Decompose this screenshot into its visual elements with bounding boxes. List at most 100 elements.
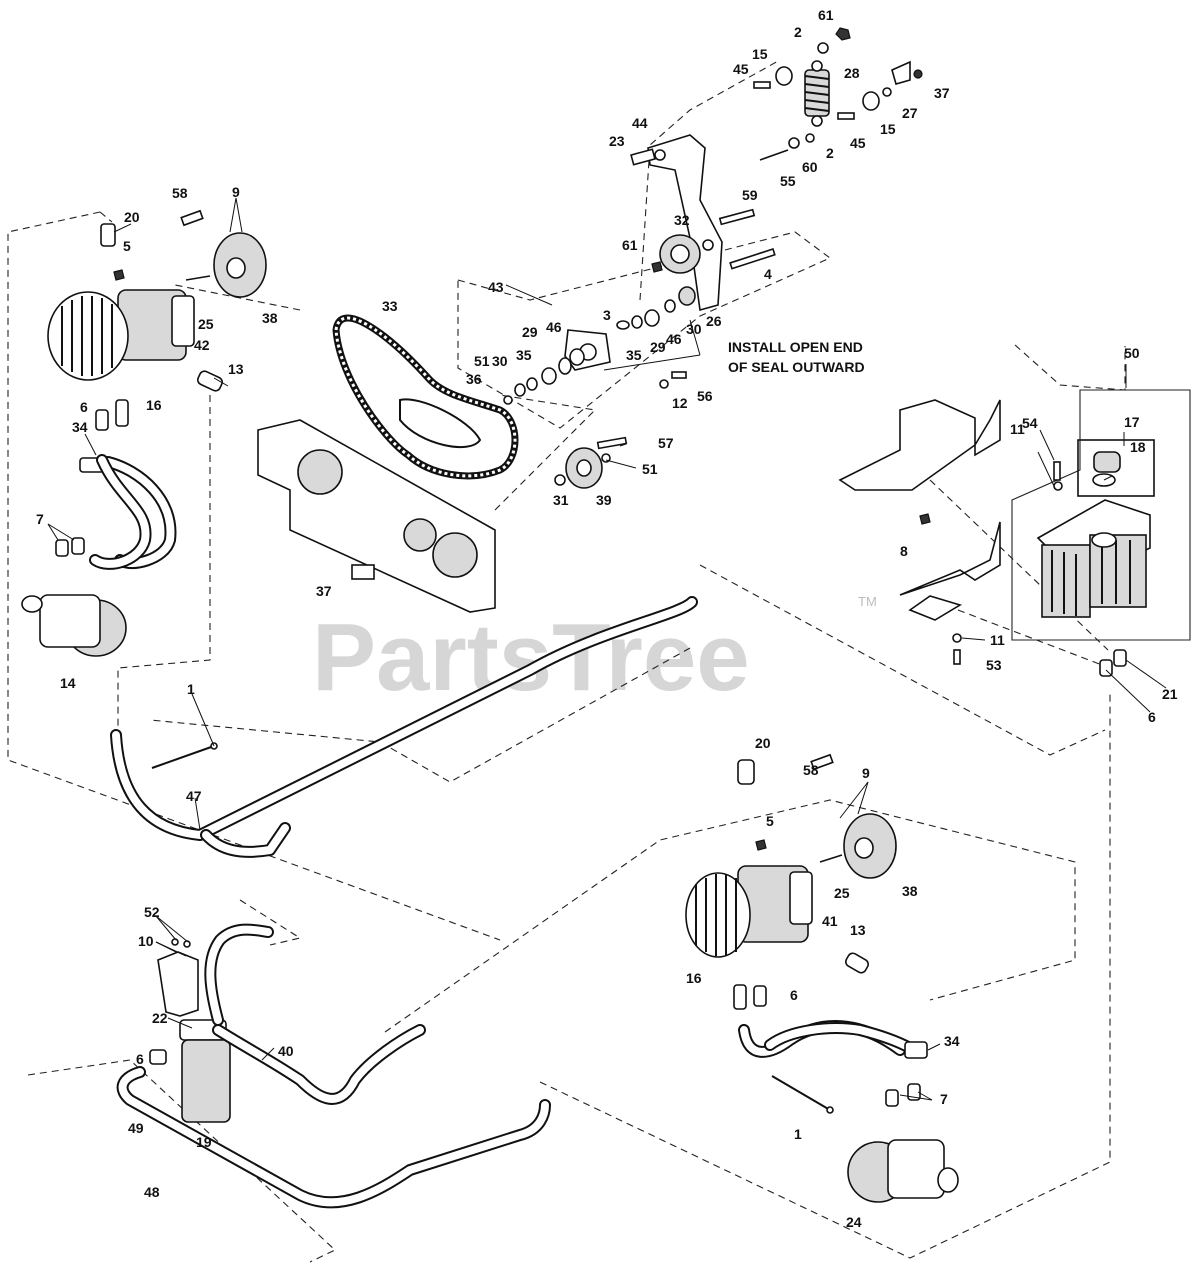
- callout: 28: [844, 65, 860, 81]
- callout: 22: [152, 1010, 168, 1026]
- callout: 14: [60, 675, 76, 691]
- right-pump-group: [685, 753, 959, 1203]
- callout: 20: [124, 209, 140, 225]
- left-pump-group: [21, 209, 267, 657]
- callout: 51: [642, 461, 658, 477]
- callout: 1: [794, 1126, 802, 1142]
- callout: 38: [902, 883, 918, 899]
- callout: 6: [1148, 709, 1156, 725]
- callout: 45: [733, 61, 749, 77]
- callout: 19: [196, 1134, 212, 1150]
- callout: 50: [1124, 345, 1140, 361]
- callout: 30: [686, 321, 702, 337]
- callout: 42: [194, 337, 210, 353]
- callout-labels: 61 2 15 45 28 37 27 15 45 2 60 55 44 23 …: [36, 7, 1178, 1230]
- callout: 27: [902, 105, 918, 121]
- callout: 6: [136, 1051, 144, 1067]
- callout: 5: [766, 813, 774, 829]
- callout: 35: [516, 347, 532, 363]
- callout: 33: [382, 298, 398, 314]
- callout: 13: [228, 361, 244, 377]
- callout: 29: [650, 339, 666, 355]
- callout: 25: [834, 885, 850, 901]
- callout: 21: [1162, 686, 1178, 702]
- callout: 60: [802, 159, 818, 175]
- reservoir-group: [838, 399, 1155, 677]
- callout: 54: [1022, 415, 1038, 431]
- callout: 47: [186, 788, 202, 804]
- callout: 24: [846, 1214, 862, 1230]
- callout: 26: [706, 313, 722, 329]
- callout: 7: [940, 1091, 948, 1107]
- belt: [332, 314, 519, 480]
- callout: 41: [822, 913, 838, 929]
- callout: 49: [128, 1120, 144, 1136]
- callout: 5: [123, 238, 131, 254]
- watermark-text: PartsTree: [312, 604, 750, 711]
- callout: 34: [72, 419, 88, 435]
- callout: 57: [658, 435, 674, 451]
- callout: 44: [632, 115, 648, 131]
- frame-plate: [257, 419, 496, 613]
- callout: 20: [755, 735, 771, 751]
- callout: 36: [466, 371, 482, 387]
- callout: 59: [742, 187, 758, 203]
- callout: 15: [880, 121, 896, 137]
- callout: 52: [144, 904, 160, 920]
- callout: 32: [674, 212, 690, 228]
- install-note-line1: INSTALL OPEN END: [728, 339, 863, 355]
- group-outlines: [7, 59, 1191, 1263]
- callout: 23: [609, 133, 625, 149]
- callout: 29: [522, 324, 538, 340]
- callout: 40: [278, 1043, 294, 1059]
- callout: 18: [1130, 439, 1146, 455]
- callout: 16: [146, 397, 162, 413]
- callout: 8: [900, 543, 908, 559]
- hose-lines: [110, 596, 698, 858]
- install-note-line2: OF SEAL OUTWARD: [728, 359, 865, 375]
- callout: 11: [990, 632, 1005, 648]
- callout: 11: [1010, 421, 1025, 437]
- callout: 43: [488, 279, 504, 295]
- callout: 45: [850, 135, 866, 151]
- callout: 61: [818, 7, 834, 23]
- callout: 3: [603, 307, 611, 323]
- callout: 9: [862, 765, 870, 781]
- filter-group: [116, 923, 551, 1209]
- callout: 34: [944, 1033, 960, 1049]
- callout: 51: [474, 353, 490, 369]
- tensioner-assembly: [630, 27, 923, 312]
- callout: 16: [686, 970, 702, 986]
- spindle-assembly: [503, 286, 696, 489]
- callout: 10: [138, 933, 154, 949]
- callout: 7: [36, 511, 44, 527]
- callout: 38: [262, 310, 278, 326]
- callout: 61: [622, 237, 638, 253]
- callout: 48: [144, 1184, 160, 1200]
- callout: 39: [596, 492, 612, 508]
- callout: 46: [666, 331, 682, 347]
- callout: 37: [316, 583, 332, 599]
- callout: 9: [232, 184, 240, 200]
- callout: 37: [934, 85, 950, 101]
- callout: 53: [986, 657, 1002, 673]
- callout: 6: [80, 399, 88, 415]
- callout: 46: [546, 319, 562, 335]
- watermark-tm: TM: [858, 594, 877, 609]
- callout: 6: [790, 987, 798, 1003]
- callout: 15: [752, 46, 768, 62]
- callout: 13: [850, 922, 866, 938]
- callout: 58: [803, 762, 819, 778]
- callout: 30: [492, 353, 508, 369]
- callout: 2: [794, 24, 802, 40]
- callout: 17: [1124, 414, 1140, 430]
- callout: 55: [780, 173, 796, 189]
- callout: 1: [187, 681, 195, 697]
- callout: 56: [697, 388, 713, 404]
- callout: 35: [626, 347, 642, 363]
- callout: 25: [198, 316, 214, 332]
- leader-lines: [47, 197, 1167, 1101]
- callout: 12: [672, 395, 688, 411]
- callout: 58: [172, 185, 188, 201]
